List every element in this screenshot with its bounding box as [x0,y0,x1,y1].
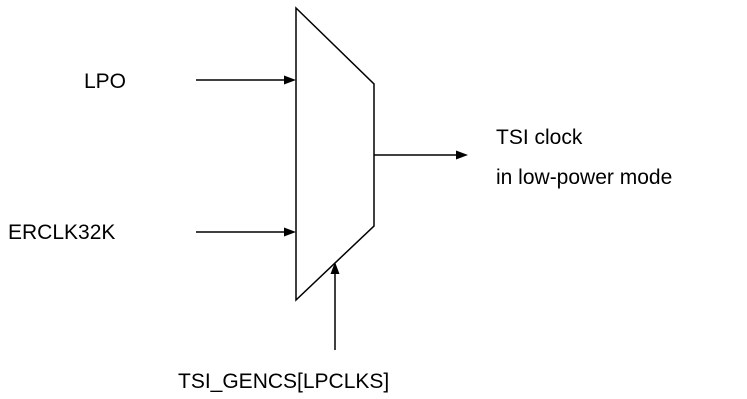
input-arrowhead-lpo [284,75,296,85]
input-label-erclk32k: ERCLK32K [8,221,115,244]
select-arrowhead [330,262,340,274]
multiplexer [295,6,375,302]
output-label-line-1: TSI clock [496,126,583,149]
output-label-line-2: in low-power mode [496,166,672,189]
output-arrowhead [456,150,468,160]
input-arrowhead-erclk32k [284,227,296,237]
input-label-lpo: LPO [84,70,126,93]
select-label: TSI_GENCS[LPCLKS] [178,370,389,393]
